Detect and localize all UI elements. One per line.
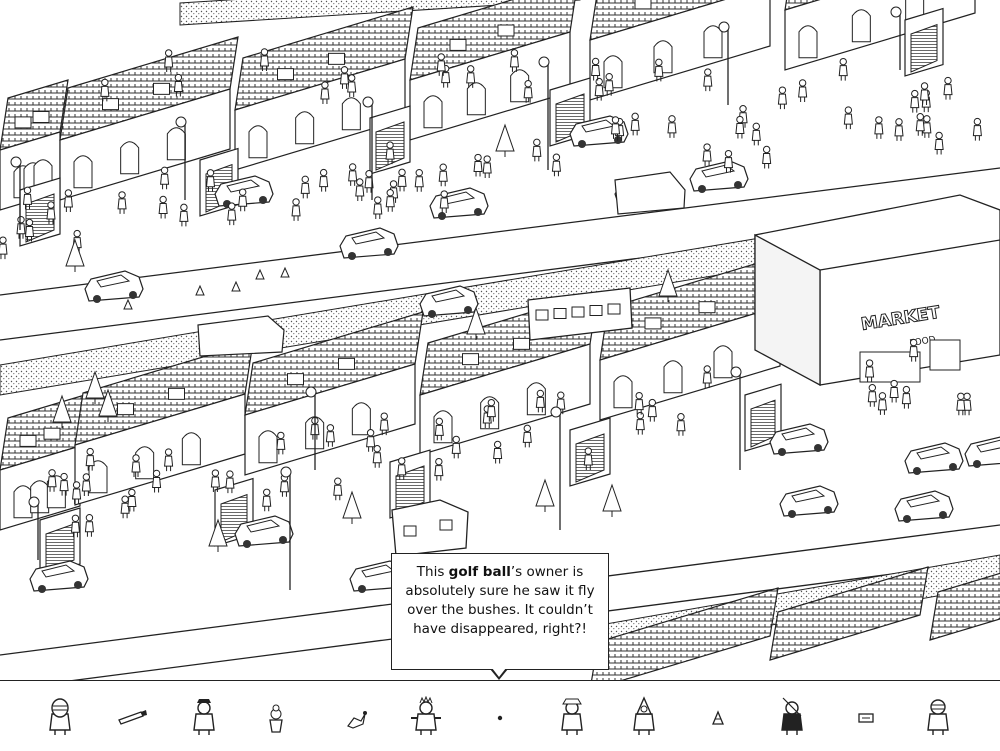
hint-text-after: ’s owner is absolutely sure he saw it fl… bbox=[405, 564, 595, 637]
character-hooded-icon bbox=[49, 698, 71, 735]
target-slot[interactable] bbox=[336, 681, 376, 751]
target-slot[interactable] bbox=[40, 681, 80, 751]
target-slot[interactable] bbox=[698, 681, 738, 751]
hint-speech-bubble: This golf ball’s owner is absolutely sur… bbox=[391, 553, 609, 680]
character-pointed-hood-icon bbox=[633, 696, 655, 735]
target-slot[interactable] bbox=[624, 681, 664, 751]
target-slot[interactable] bbox=[184, 681, 224, 751]
saw-icon bbox=[118, 710, 147, 725]
small-creature-icon bbox=[347, 711, 367, 729]
target-tray bbox=[0, 680, 1000, 750]
potted-plant-icon bbox=[269, 704, 283, 733]
target-slot[interactable] bbox=[846, 681, 886, 751]
golf-ball-icon bbox=[497, 715, 503, 721]
traffic-cone-icon bbox=[712, 710, 724, 725]
hint-highlight: golf ball bbox=[448, 564, 511, 580]
target-slot[interactable] bbox=[256, 681, 296, 751]
ticket-icon bbox=[858, 713, 874, 723]
target-slot[interactable] bbox=[406, 681, 446, 751]
target-slot[interactable] bbox=[112, 681, 152, 751]
character-dark-coat-icon bbox=[781, 697, 803, 735]
target-slot[interactable] bbox=[918, 681, 958, 751]
street-props bbox=[10, 6, 902, 590]
townspeople[interactable] bbox=[0, 48, 982, 538]
target-slot[interactable] bbox=[480, 681, 520, 751]
character-cap-icon bbox=[193, 699, 215, 735]
target-slot[interactable] bbox=[552, 681, 592, 751]
target-slot[interactable] bbox=[772, 681, 812, 751]
hint-text-before: This bbox=[416, 564, 449, 580]
character-spiky-hair-icon bbox=[411, 696, 441, 735]
character-backpack-icon bbox=[927, 699, 949, 735]
character-hat-icon bbox=[561, 698, 583, 735]
